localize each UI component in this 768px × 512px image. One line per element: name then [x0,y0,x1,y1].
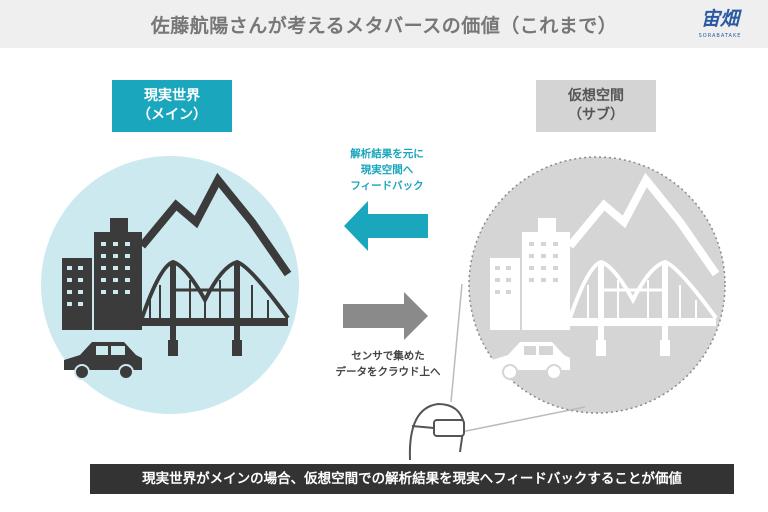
feedback-caption-line3: フィードバック [350,180,424,192]
feedback-caption-line2: 現実空間へ [360,164,414,176]
virtual-space-label-line2: （サブ） [568,107,624,123]
bridge-icon [568,259,718,356]
virtual-space-label: 仮想空間 （サブ） [536,80,656,132]
feedback-caption: 解析結果を元に 現実空間へ フィードバック [332,146,442,194]
logo-subtext: SORABATAKE [698,33,742,39]
summary-footer: 現実世界がメインの場合、仮想空間での解析結果を現実へフィードバックすることが価値 [90,464,734,494]
mountain-icon [566,172,720,277]
building-icon [62,218,142,330]
bridge-icon [140,259,290,356]
building-icon [490,218,570,330]
feedback-caption-line1: 解析結果を元に [350,148,424,160]
sensor-caption: センサで集めた データをクラウド上へ [318,348,458,380]
feedback-arrow-left [344,201,428,251]
sensor-caption-line1: センサで集めた [351,350,425,362]
sensor-caption-line2: データをクラウド上へ [335,366,441,378]
data-upload-arrow-right [343,292,428,340]
car-icon [64,342,142,380]
virtual-space-label-line1: 仮想空間 [568,88,624,104]
header-bar [0,0,768,48]
virtual-space-illustration [490,172,720,380]
real-world-label: 現実世界 （メイン） [112,80,232,132]
page-title: 佐藤航陽さんが考えるメタバースの価値（これまで） [150,15,618,37]
car-icon [492,342,570,380]
mountain-icon [138,172,292,277]
logo-text: 宙畑 [700,8,739,30]
sorabatake-logo: 宙畑 SORABATAKE [690,6,750,44]
real-world-label-line2: （メイン） [137,107,207,123]
vr-view-lines [450,283,586,433]
vr-headset-user-icon [408,402,466,461]
real-world-label-line1: 現実世界 [144,88,200,104]
real-world-illustration [62,172,292,380]
